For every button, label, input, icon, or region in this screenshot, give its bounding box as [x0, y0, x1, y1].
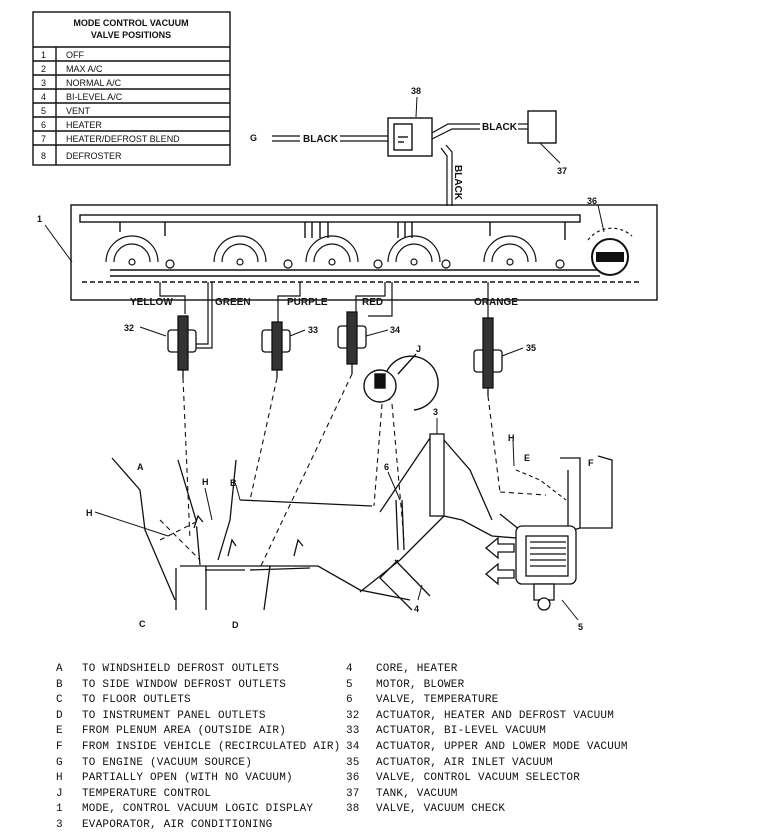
label-g: G [250, 133, 257, 143]
duct-callout-leaders [94, 418, 579, 621]
callout-36: 36 [587, 196, 597, 206]
table-subtitle: VALVE POSITIONS [91, 30, 171, 40]
label-b: B [230, 478, 237, 488]
label-e: E [524, 453, 530, 463]
temperature-control[interactable] [363, 353, 439, 411]
label-h-center: H [202, 477, 209, 487]
table-row-number: 2 [41, 64, 46, 74]
vacuum-source-lines [272, 123, 528, 206]
vacuum-check-valve [387, 117, 433, 157]
callout-3: 3 [433, 407, 438, 417]
outside-air-flow [515, 469, 567, 501]
table-row-number: 8 [41, 151, 46, 161]
label-d: D [232, 620, 239, 630]
label-f: F [588, 458, 594, 468]
callout-37: 37 [557, 166, 567, 176]
table-row-number: 1 [41, 50, 46, 60]
blower-motor [515, 525, 577, 611]
table-row-label: BI-LEVEL A/C [66, 92, 123, 102]
logic-display-panel [70, 204, 658, 301]
actuator-33 [261, 321, 291, 378]
table-row-number: 3 [41, 78, 46, 88]
table-row-label: NORMAL A/C [66, 78, 122, 88]
callout-33: 33 [308, 325, 318, 335]
table-title: MODE CONTROL VACUUM [73, 18, 188, 28]
actuator-35 [473, 317, 503, 396]
label-c: C [139, 619, 146, 629]
callout-1: 1 [37, 214, 42, 224]
hose-label-yellow: YELLOW [130, 297, 173, 308]
callout-leader-1 [44, 224, 73, 263]
actuator-34 [337, 311, 367, 374]
actuator-callout-leaders [139, 326, 524, 357]
table-row-label: HEATER [66, 120, 102, 130]
callout-leader-37 [539, 142, 561, 164]
selector-dials [105, 235, 565, 269]
callout-34: 34 [390, 325, 400, 335]
table-row-number: 7 [41, 134, 46, 144]
hose-label-black-source: BLACK [303, 134, 339, 145]
callout-35: 35 [526, 343, 536, 353]
table-row-label: VENT [66, 106, 91, 116]
hose-runs [159, 282, 489, 349]
callout-5: 5 [578, 622, 583, 632]
label-a: A [137, 462, 144, 472]
callout-32: 32 [124, 323, 134, 333]
table-row-number: 6 [41, 120, 46, 130]
callout-leader-38 [415, 96, 418, 118]
airflow-arrows [193, 514, 515, 586]
hose-label-black-vertical: BLACK [452, 165, 463, 201]
callout-4: 4 [414, 604, 419, 614]
label-h-right: H [508, 433, 515, 443]
table-row-number: 5 [41, 106, 46, 116]
actuator-32 [167, 315, 197, 378]
table-row-label: MAX A/C [66, 64, 103, 74]
table-row-label: DEFROSTER [66, 151, 122, 161]
hose-label-green: GREEN [215, 297, 251, 308]
hose-label-black-tank: BLACK [482, 122, 518, 133]
label-h-left: H [86, 508, 93, 518]
linkage-dashes [159, 373, 547, 569]
callout-6: 6 [384, 462, 389, 472]
vacuum-tank [527, 110, 557, 144]
table-row-label: OFF [66, 50, 84, 60]
table-rows: 1 OFF 2 MAX A/C 3 NORMAL A/C 4 BI-LEVEL … [41, 50, 180, 161]
callout-38: 38 [411, 86, 421, 96]
selector-valve-knob[interactable] [587, 227, 633, 276]
table-row-label: HEATER/DEFROST BLEND [66, 134, 180, 144]
callout-leader-36 [597, 204, 605, 233]
hose-label-red: RED [362, 297, 383, 308]
table-row-number: 4 [41, 92, 46, 102]
mode-valve-positions-table [32, 11, 231, 166]
hose-label-orange: ORANGE [474, 297, 518, 308]
label-j: J [416, 344, 421, 354]
hose-label-purple: PURPLE [287, 297, 328, 308]
